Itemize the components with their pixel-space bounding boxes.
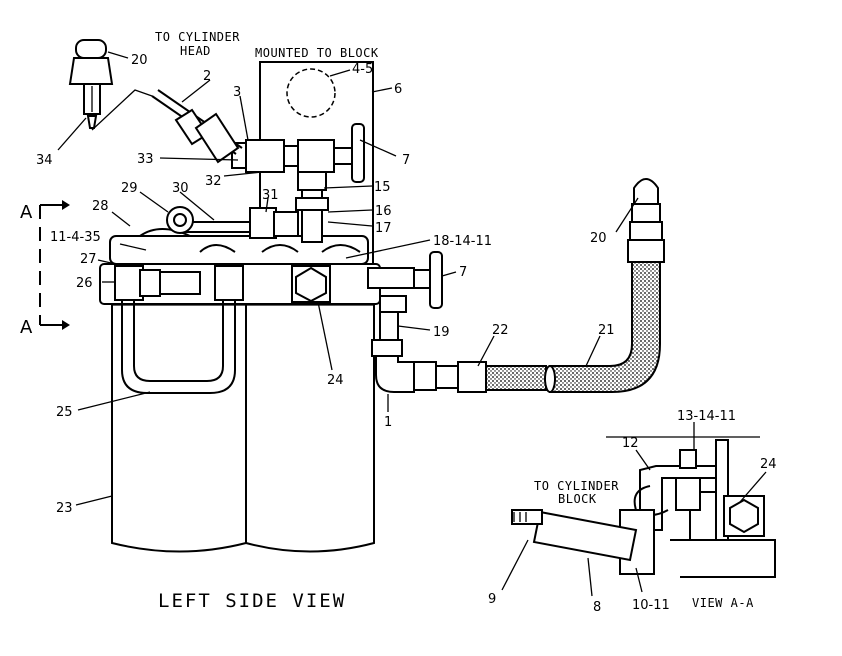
callout-21: 21 <box>598 323 615 338</box>
callout-19: 19 <box>433 325 450 340</box>
hose-21 <box>544 178 665 393</box>
callout-7-mid: 7 <box>459 265 467 280</box>
callout-18-14-11: 18-14-11 <box>433 234 492 249</box>
note-to-cylinder-block-line2: BLOCK <box>558 492 597 506</box>
view-aa-detail <box>511 436 776 578</box>
callout-3: 3 <box>233 85 241 100</box>
head-fitting <box>68 39 153 131</box>
callout-15: 15 <box>374 180 391 195</box>
callout-1: 1 <box>384 415 392 430</box>
callout-33: 33 <box>137 152 154 167</box>
hose-22 <box>485 365 547 391</box>
callout-6: 6 <box>394 82 402 97</box>
note-to-cylinder-block-line1: TO CYLINDER <box>534 479 619 493</box>
callout-27: 27 <box>80 252 97 267</box>
section-mark-top: A <box>20 202 33 223</box>
callout-20-top: 20 <box>131 53 148 68</box>
callout-10-11: 10-11 <box>632 598 670 613</box>
callout-12: 12 <box>622 436 639 451</box>
callout-24-main: 24 <box>327 373 344 388</box>
left-fitting <box>114 265 244 301</box>
section-mark-bottom: A <box>20 317 33 338</box>
note-mounted-to-block: MOUNTED TO BLOCK <box>255 46 379 60</box>
callout-20-right: 20 <box>590 231 607 246</box>
callout-11-4-35: 11-4-35 <box>50 230 101 245</box>
u-bolt-bracket <box>121 300 236 394</box>
cross-tube <box>166 206 299 239</box>
callout-labels: 20 2 4-5 6 3 34 7 33 32 15 29 30 31 28 1… <box>36 53 777 615</box>
line-to-cylinder-head <box>151 89 243 164</box>
section-marker <box>39 200 70 330</box>
hex-plug <box>291 265 331 303</box>
callout-7-top: 7 <box>402 153 410 168</box>
vertical-stem <box>295 171 329 243</box>
callout-29: 29 <box>121 181 138 196</box>
leader-lines <box>57 51 767 597</box>
callout-23: 23 <box>56 501 73 516</box>
callout-30: 30 <box>172 181 189 196</box>
drain-elbow <box>371 311 487 393</box>
callout-25: 25 <box>56 405 73 420</box>
callout-17: 17 <box>375 221 392 236</box>
callout-9: 9 <box>488 592 496 607</box>
callout-26: 26 <box>76 276 93 291</box>
upper-valve <box>231 123 365 183</box>
callout-32: 32 <box>205 174 222 189</box>
filter-canister-right <box>245 299 375 553</box>
callout-16: 16 <box>375 204 392 219</box>
callout-28: 28 <box>92 199 109 214</box>
view-title: LEFT SIDE VIEW <box>158 590 346 612</box>
filter-canister-left <box>111 299 247 553</box>
note-view-aa: VIEW A-A <box>692 596 754 610</box>
callout-31: 31 <box>262 188 279 203</box>
note-to-cylinder-head-line2: HEAD <box>180 44 211 58</box>
callout-34: 34 <box>36 153 53 168</box>
lower-valve <box>367 251 443 313</box>
callout-13-14-11: 13-14-11 <box>677 409 736 424</box>
callout-24-view: 24 <box>760 457 777 472</box>
note-labels: TO CYLINDER HEAD MOUNTED TO BLOCK TO CYL… <box>20 30 754 612</box>
callout-22: 22 <box>492 323 509 338</box>
note-to-cylinder-head-line1: TO CYLINDER <box>155 30 240 44</box>
callout-4-5: 4-5 <box>352 62 373 77</box>
callout-2: 2 <box>203 69 211 84</box>
callout-8: 8 <box>593 600 601 615</box>
